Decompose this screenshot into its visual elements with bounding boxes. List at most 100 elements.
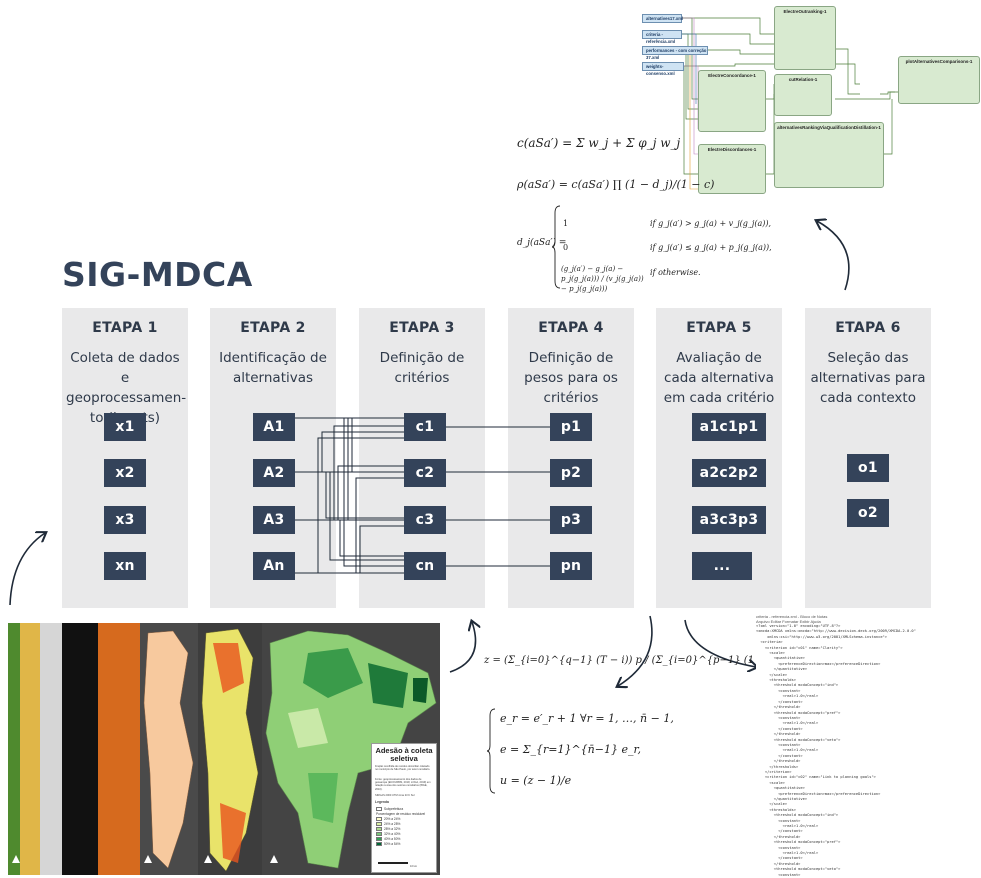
workflow-node-concordance: ElectreConcordance-1 xyxy=(698,70,766,132)
workflow-node-outranking: ElectreOutranking-1 xyxy=(774,6,836,70)
arrow-stage5-to-system xyxy=(618,615,653,686)
alternative-box-a2: A2 xyxy=(253,459,295,487)
xml-line: <preferenceDirection>max</preferenceDire… xyxy=(756,791,881,796)
criterion-box-c2: c2 xyxy=(404,459,446,487)
xml-content: <?xml version="1.0" encoding="UTF-8"?><x… xyxy=(756,624,956,876)
xml-line: </scale> xyxy=(756,672,788,677)
stage-title: ETAPA 1 xyxy=(92,320,158,336)
formula-case-2-condition: if g_j(a′) ≤ g_j(a) + p_j(g_j(a)), xyxy=(650,243,772,252)
stage-title: ETAPA 3 xyxy=(389,320,455,336)
formula-credibility: ρ(aSa′) = c(aSa′) ∏ (1 − d_j)/(1 − c) xyxy=(517,178,715,191)
arrow-stage6-to-workflow xyxy=(817,221,850,291)
criterion-box-cn: cn xyxy=(404,552,446,580)
map-legend: Adesão à coleta seletiva Fração recolhid… xyxy=(371,743,437,873)
alternative-box-a3: A3 xyxy=(253,506,295,534)
formula-system-line-1: e_r = e′_r + 1 ∀r = 1, …, n̄ − 1, xyxy=(500,712,674,725)
xml-line: <threshold mcdaConcept="veto"> xyxy=(756,867,841,872)
xml-line: <real>1.0</real> xyxy=(756,748,819,753)
legend-item: 24% a 28% xyxy=(376,822,400,826)
workflow-connectors xyxy=(682,17,898,190)
legend-source: Fonte: geoprocessamento dos dados de geo… xyxy=(375,778,431,791)
xml-line: <scale> xyxy=(756,780,785,785)
workflow-input-alternatives: alternatives17.xml xyxy=(642,14,683,23)
formula-system-line-3: u = (z − 1)/e xyxy=(500,774,572,787)
xml-line: </constant> xyxy=(756,699,803,704)
stage-description: Avaliação de cada alternativa em cada cr… xyxy=(663,350,775,406)
formula-system-line-2: e = Σ_{r=1}^{n̄−1} e_r, xyxy=(500,743,642,756)
formula-system-brace xyxy=(487,708,496,794)
xml-line: <thresholds> xyxy=(756,678,796,683)
xml-line: </threshold> xyxy=(756,705,801,710)
xml-line: </threshold> xyxy=(756,732,801,737)
xml-window-title: criteria - referencia.xml - Bloco de Not… xyxy=(756,614,828,619)
workflow-input-performances: performances - com correção 37.xml xyxy=(642,46,708,60)
xml-line: <quantitative> xyxy=(756,786,805,791)
xml-line: <threshold mcdaConcept="veto"> xyxy=(756,737,841,742)
input-box-x1: x1 xyxy=(104,413,146,441)
stage-description: Seleção das alternativas para cada conte… xyxy=(810,350,926,406)
xml-line: <xmcda:XMCDA xmlns:xmcda="http://www.dec… xyxy=(756,629,916,634)
legend-item: 50% a 54% xyxy=(376,842,400,846)
xml-line: </threshold> xyxy=(756,759,801,764)
xml-line: <quantitative> xyxy=(756,656,805,661)
xml-line: <thresholds> xyxy=(756,807,796,812)
scale-bar xyxy=(378,862,408,864)
legend-title: Adesão à coleta seletiva xyxy=(375,746,433,763)
formula-case-1-value: 1 xyxy=(563,219,569,228)
xml-line: <real>1.0</real> xyxy=(756,824,819,829)
stage-title: ETAPA 4 xyxy=(538,320,604,336)
stage-description: Identificação de alternativas xyxy=(219,350,327,386)
maps-montage: Adesão à coleta seletiva Fração recolhid… xyxy=(8,623,440,875)
xml-document: criteria - referencia.xml - Bloco de Not… xyxy=(756,614,956,876)
xml-line: </constant> xyxy=(756,753,803,758)
formula-discordance-brace xyxy=(552,205,561,289)
legend-item: 20% a 24% xyxy=(376,817,400,821)
stage-title: ETAPA 5 xyxy=(686,320,752,336)
xml-line: </constant> xyxy=(756,856,803,861)
arrow-z-to-stage4 xyxy=(449,622,476,673)
workflow-input-criteria: criteria - referência.xml xyxy=(642,30,682,44)
formula-case-3-value: (g_j(a′) − g_j(a) − p_j(g_j(a))) / (v_j(… xyxy=(561,265,644,293)
stage-title: ETAPA 2 xyxy=(240,320,306,336)
alternative-box-an: An xyxy=(253,552,295,580)
stage-description: Definição de pesos para os critérios xyxy=(524,350,618,406)
criterion-box-c3: c3 xyxy=(404,506,446,534)
xml-line: <constant> xyxy=(756,715,801,720)
stage-description: Definição de critérios xyxy=(379,350,465,386)
formula-discordance-label: d_j(aSa′) = xyxy=(517,238,567,248)
workflow-node-cut-relation: cutRelation-1 xyxy=(774,74,832,116)
xml-line: <constant> xyxy=(756,742,801,747)
workflow-diagram: alternatives17.xml criteria - referência… xyxy=(640,4,980,194)
xml-line: <constant> xyxy=(756,688,801,693)
xml-line: <threshold mcdaConcept="pref"> xyxy=(756,840,841,845)
xml-line: <real>1.0</real> xyxy=(756,694,819,699)
legend-description: Fração recolhida de resíduo domiciliar c… xyxy=(375,765,431,772)
formula-z: z = (Σ_{i=0}^{q−1} (T − i)) p / (Σ_{i=0}… xyxy=(484,655,790,666)
xml-line: <real>1.0</real> xyxy=(756,721,819,726)
input-box-x3: x3 xyxy=(104,506,146,534)
workflow-node-plot: plotAlternativesComparisons-1 xyxy=(898,56,980,104)
xml-line: </constant> xyxy=(756,829,803,834)
workflow-node-ranking: alternativesRankingViaQualificationDisti… xyxy=(774,122,884,188)
xml-line: <constant> xyxy=(756,818,801,823)
legend-item: 28% a 32% xyxy=(376,827,400,831)
xml-line: <criterion id="c02" name="Link to planni… xyxy=(756,775,876,780)
xml-line: xmlns:xsi="http://www.w3.org/2001/XMLSch… xyxy=(756,634,887,639)
weight-box-p3: p3 xyxy=(550,506,592,534)
xml-line: <threshold mcdaConcept="ind"> xyxy=(756,683,839,688)
arrow-stage5-to-xml xyxy=(684,619,756,667)
xml-line: </constant> xyxy=(756,726,803,731)
xml-line: </quantitative> xyxy=(756,797,808,801)
weight-box-pn: pn xyxy=(550,552,592,580)
xml-menu-bar: Arquivo Editar Formatar Exibir Ajuda xyxy=(756,619,821,624)
xml-line: </thresholds> xyxy=(756,764,799,769)
stage-title: ETAPA 6 xyxy=(835,320,901,336)
formula-concordance: c(aSa′) = Σ w_j + Σ φ_j w_j xyxy=(517,136,681,150)
legend-item: Porcentagem de resíduo reciclável xyxy=(376,812,426,816)
legend-item: 40% a 50% xyxy=(376,837,400,841)
workflow-node-discordances: ElectreDiscordances-1 xyxy=(698,144,766,194)
output-box-o1: o1 xyxy=(847,454,889,482)
xml-line: <preferenceDirection>max</preferenceDire… xyxy=(756,661,881,666)
